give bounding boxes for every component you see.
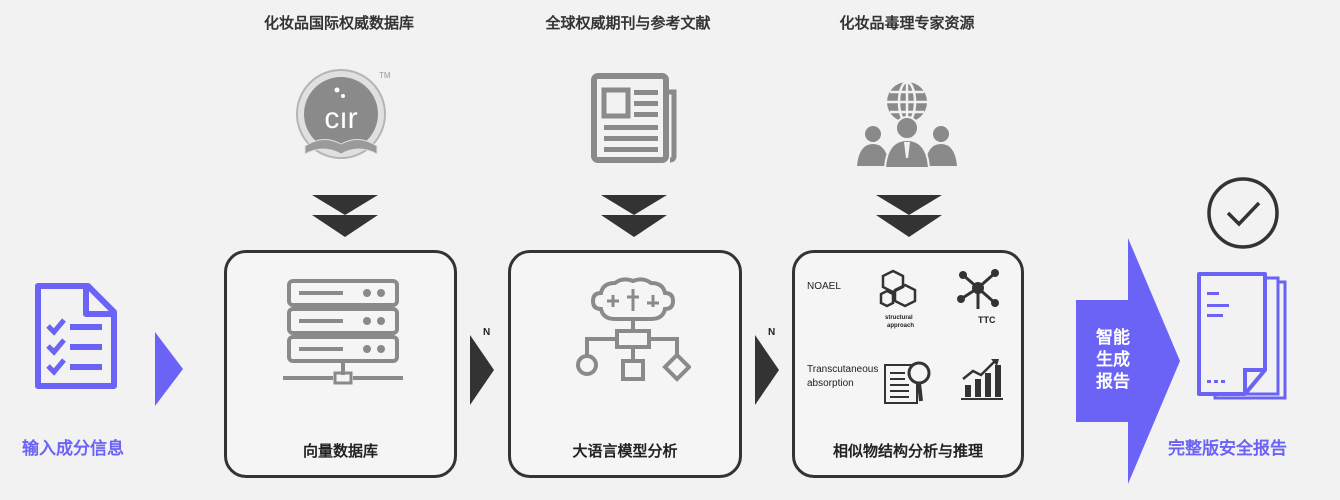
analog-analysis-label: 相似物结构分析与推理: [832, 442, 983, 460]
checklist-document-icon: [30, 282, 120, 392]
experts-title: 化妆品毒理专家资源: [839, 14, 975, 32]
brain-flowchart-icon: [576, 277, 691, 382]
right-arrow-icon: [155, 332, 183, 406]
analog-analysis-box: NOAEL structural approach TTC Transcutan…: [792, 250, 1024, 478]
molecule-network-icon: [957, 269, 999, 309]
cir-logo: TM cır: [295, 68, 395, 168]
generate-line-2: 生成: [1096, 350, 1130, 370]
vector-database-box: 向量数据库: [224, 250, 457, 478]
vector-database-label: 向量数据库: [302, 442, 378, 460]
generate-line-1: 智能: [1096, 328, 1130, 348]
trademark-mark: TM: [379, 71, 391, 80]
growth-chart-icon: [961, 359, 1003, 400]
newspaper-icon: [588, 70, 680, 166]
right-arrow-icon: [470, 335, 494, 405]
llm-analysis-label: 大语言模型分析: [572, 442, 678, 460]
document-magnifier-icon: [884, 361, 931, 404]
down-chevron-icon: [601, 195, 667, 237]
transcutaneous-label: Transcutaneous: [807, 364, 879, 375]
generate-line-3: 报告: [1096, 372, 1130, 392]
connector-n-label: N: [768, 327, 776, 338]
experts-globe-icon: [855, 78, 959, 169]
approach-label: approach: [887, 323, 915, 329]
cir-logo-text: cır: [324, 102, 357, 135]
server-database-icon: [283, 279, 403, 385]
output-label: 完整版安全报告: [1168, 439, 1287, 459]
generate-report-arrow: [1076, 238, 1180, 484]
noael-label: NOAEL: [807, 281, 841, 292]
llm-analysis-box: 大语言模型分析: [508, 250, 742, 478]
connector-n-label: N: [483, 327, 491, 338]
down-chevron-icon: [312, 195, 378, 237]
absorption-label: absorption: [807, 378, 854, 389]
right-arrow-icon: [755, 335, 779, 405]
generate-report-text: 智能 生成 报告: [1088, 327, 1138, 393]
ttc-label: TTC: [978, 315, 996, 325]
hexagon-structure-icon: [879, 269, 917, 308]
input-label: 输入成分信息: [22, 439, 124, 459]
structural-label: structural: [885, 315, 913, 321]
journals-title: 全球权威期刊与参考文献: [545, 14, 711, 32]
stacked-report-icon: [1197, 272, 1287, 400]
cir-database-title: 化妆品国际权威数据库: [263, 14, 414, 32]
down-chevron-icon: [876, 195, 942, 237]
checkmark-circle-icon: [1207, 177, 1279, 249]
